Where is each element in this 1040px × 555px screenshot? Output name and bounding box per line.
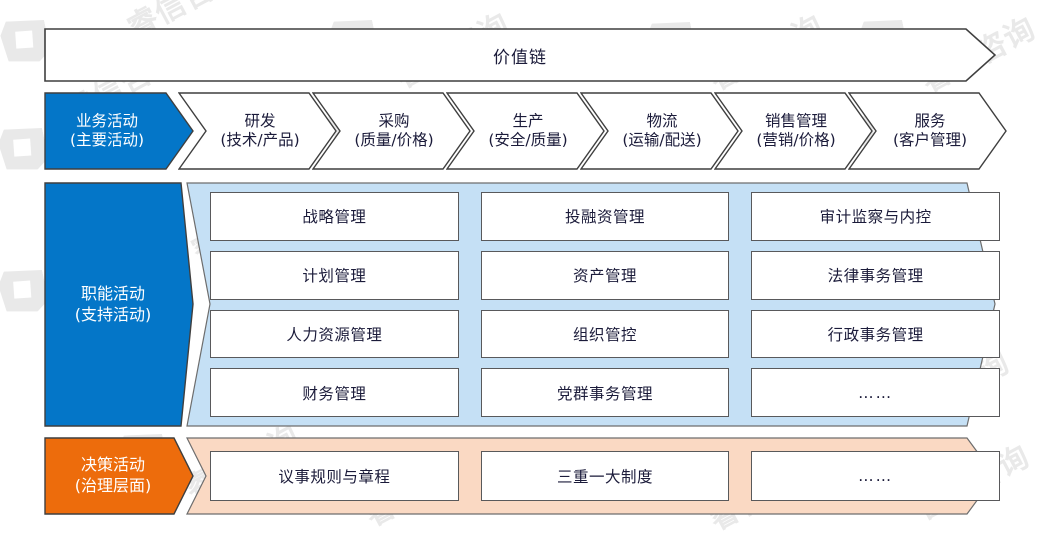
business-activity-sales[interactable]	[714, 92, 874, 170]
functional-activity-cell[interactable]: 战略管理	[210, 192, 459, 241]
decision-activity-cell[interactable]: 议事规则与章程	[210, 451, 459, 501]
tag-line-2: (治理层面)	[74, 476, 152, 495]
business-activity-logistics[interactable]	[580, 92, 740, 170]
decision-activity-cell-more[interactable]: ……	[751, 451, 1000, 501]
functional-activity-cell[interactable]: 审计监察与内控	[751, 192, 1000, 241]
business-activity-rd[interactable]	[178, 92, 338, 170]
functional-activity-cell[interactable]: 计划管理	[210, 250, 459, 300]
business-activity-production[interactable]	[446, 92, 606, 170]
functional-activity-cell[interactable]: 行政事务管理	[751, 309, 1000, 359]
tag-line-1: 决策活动	[80, 455, 145, 475]
functional-activities-tag-label: 职能活动 (支持活动)	[44, 182, 182, 427]
functional-activity-cell[interactable]: 资产管理	[480, 250, 730, 300]
decision-activities-tag-label: 决策活动 (治理层面)	[44, 437, 182, 515]
tag-line-1: 职能活动	[80, 283, 145, 303]
tag-line-2: (支持活动)	[74, 304, 152, 324]
functional-activity-cell-more[interactable]: ……	[751, 368, 1000, 417]
functional-activities-tag	[44, 182, 194, 427]
functional-activities-row: 职能活动 (支持活动) 战略管理 投融资管理 审计监察与内控 计划管理 资产管理…	[44, 182, 1000, 427]
decision-activity-cell[interactable]: 三重一大制度	[480, 451, 730, 501]
value-chain-banner	[44, 28, 997, 82]
decision-activities-grid: 议事规则与章程 三重一大制度 ……	[210, 451, 1000, 501]
functional-activity-cell[interactable]: 组织管控	[480, 309, 730, 359]
business-activity-service[interactable]	[848, 92, 1008, 170]
business-activities-tag	[44, 92, 194, 170]
decision-activities-row: 决策活动 (治理层面) 议事规则与章程 三重一大制度 ……	[44, 437, 1000, 515]
business-activities-row: 业务活动 (主要活动) 研发 (技术/产品) 采购 (质量/价格)	[44, 92, 1007, 170]
functional-activity-cell[interactable]: 人力资源管理	[210, 309, 459, 359]
functional-activity-cell[interactable]: 财务管理	[210, 368, 459, 417]
functional-activities-grid: 战略管理 投融资管理 审计监察与内控 计划管理 资产管理 法律事务管理 人力资源…	[210, 192, 1000, 417]
value-chain-label: 价值链	[493, 47, 547, 68]
functional-activity-cell[interactable]: 投融资管理	[480, 192, 730, 241]
functional-activity-cell[interactable]: 党群事务管理	[480, 368, 730, 417]
functional-activity-cell[interactable]: 法律事务管理	[751, 250, 1000, 300]
